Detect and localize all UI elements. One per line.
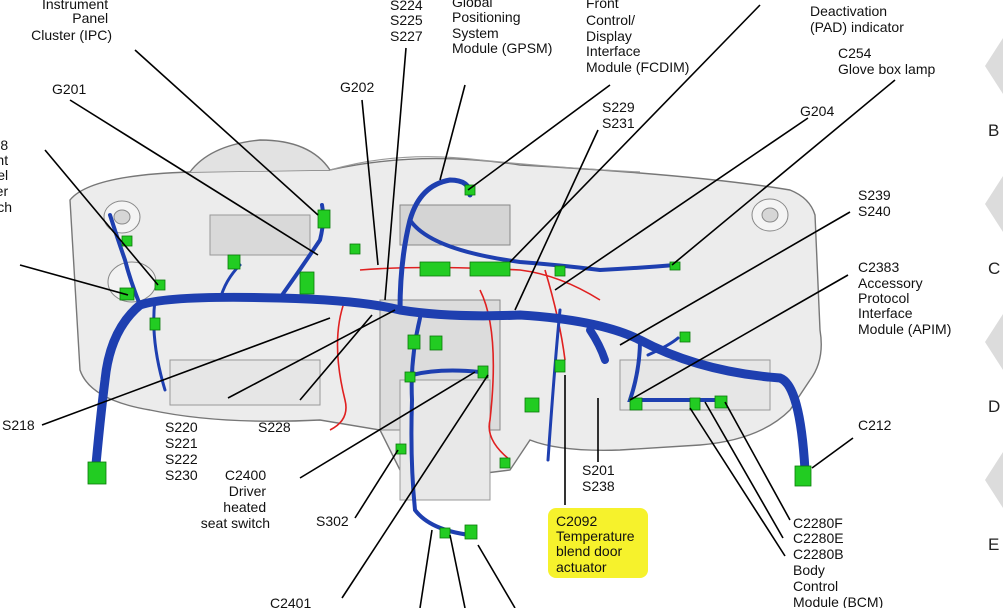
label-g202: G202 bbox=[340, 79, 374, 95]
label-fcdim: Front Control/ Display Interface Module … bbox=[586, 0, 689, 75]
label-s229: S229 S231 bbox=[602, 99, 639, 131]
labels: Instrument Panel Cluster (IPC) S224 S225… bbox=[0, 0, 951, 608]
side-nav-letter-c[interactable]: C bbox=[988, 259, 1000, 278]
side-nav-arrow-4[interactable] bbox=[985, 452, 1003, 508]
connector-set bbox=[87, 184, 812, 540]
label-pad: Deactivation (PAD) indicator bbox=[810, 3, 904, 35]
label-s218: S218 bbox=[2, 417, 35, 433]
wiring-harness bbox=[90, 177, 810, 537]
highlight-c2092 bbox=[548, 508, 648, 578]
label-ipc: Instrument Panel Cluster (IPC) bbox=[31, 0, 112, 43]
label-c2280: C2280F C2280E C2280B Body Control Module… bbox=[793, 515, 883, 608]
label-c2400: C2400 Driver heated seat switch bbox=[201, 467, 270, 531]
label-c2092: C2092 Temperature blend door actuator bbox=[556, 513, 638, 575]
side-nav-arrow-3[interactable] bbox=[985, 314, 1003, 370]
side-nav: B C D E bbox=[985, 38, 1003, 554]
side-nav-letter-d[interactable]: D bbox=[988, 397, 1000, 416]
label-s302: S302 bbox=[316, 513, 349, 529]
side-nav-letter-b[interactable]: B bbox=[988, 121, 999, 140]
label-s201: S201 S238 bbox=[582, 462, 619, 494]
label-s239: S239 S240 bbox=[858, 187, 895, 219]
side-nav-letter-e[interactable]: E bbox=[988, 535, 999, 554]
label-s224: S224 S225 S227 bbox=[390, 0, 427, 44]
label-c2383: C2383 Accessory Protocol Interface Modul… bbox=[858, 259, 951, 337]
leader-lines bbox=[19, 4, 896, 608]
label-s228: S228 bbox=[258, 419, 291, 435]
label-s220: S220 S221 S222 S230 bbox=[165, 419, 202, 483]
label-c254: C254 Glove box lamp bbox=[838, 45, 935, 77]
side-nav-arrow-2[interactable] bbox=[985, 176, 1003, 232]
side-nav-arrow-1[interactable] bbox=[985, 38, 1003, 94]
label-c212: C212 bbox=[858, 417, 892, 433]
label-g204: G204 bbox=[800, 103, 834, 119]
label-gpsm: Global Positioning System Module (GPSM) bbox=[452, 0, 552, 56]
label-c2401: C2401 bbox=[270, 595, 311, 608]
label-leftcut: 08 nt el er ch bbox=[0, 137, 12, 215]
label-g201: G201 bbox=[52, 81, 86, 97]
